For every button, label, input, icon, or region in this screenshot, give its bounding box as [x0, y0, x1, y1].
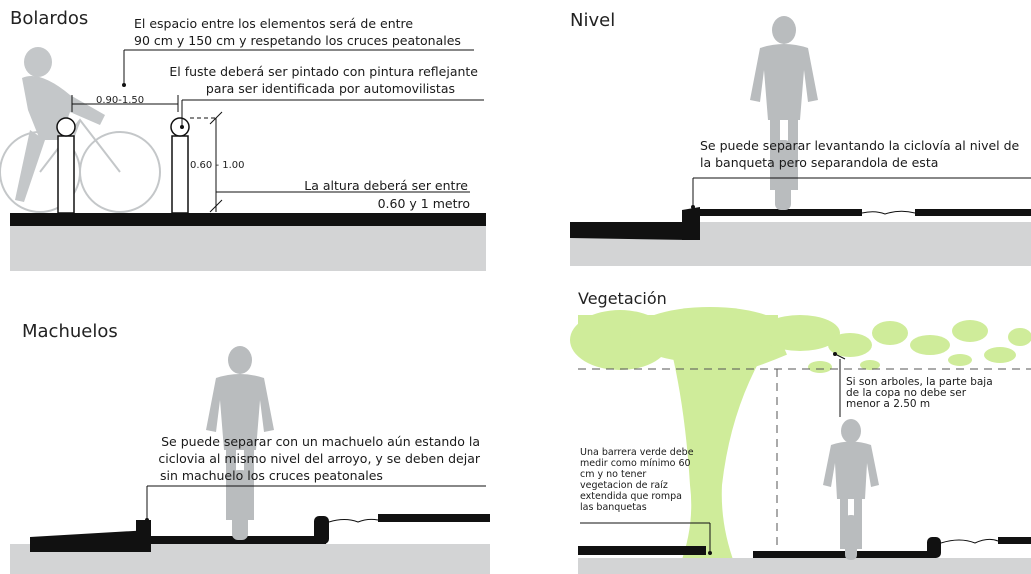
machuelos-curb-left [136, 520, 151, 552]
vegetacion-tree-note-1: Si son arboles, la parte baja [846, 376, 993, 388]
bolardos-road-slab [10, 213, 486, 226]
machuelos-note-2: ciclovia al mismo nivel del arroyo, y se… [158, 451, 480, 466]
bolardos-drawing [0, 47, 486, 271]
vegetacion-cyclist-silhouette [823, 419, 879, 560]
bollard-2 [171, 135, 189, 214]
bollard-1 [57, 135, 75, 214]
bolardos-height-dimension: 0.60 - 1.00 [190, 160, 245, 171]
nivel-cyclist-silhouette [750, 16, 818, 210]
vegetacion-title: Vegetación [578, 289, 667, 308]
bolardos-spacing-note-1: El espacio entre los elementos será de e… [134, 16, 414, 31]
cyclist-silhouette [0, 47, 161, 213]
machuelos-note-1: Se puede separar con un machuelo aún est… [161, 434, 480, 449]
machuelos-curb-right [314, 516, 329, 544]
bolardos-title: Bolardos [10, 8, 89, 29]
bolardos-spacing-dimension: 0.90-1.50 [96, 95, 145, 106]
nivel-title: Nivel [570, 10, 616, 31]
bolardos-paint-note-1: El fuste deberá ser pintado con pintura … [169, 64, 478, 79]
bolardos-ground [10, 226, 486, 271]
panel-nivel: Nivel Se puede separar levantando la cic… [560, 0, 1031, 280]
bolardos-spacing-note-2: 90 cm y 150 cm y respetando los cruces p… [134, 33, 461, 48]
bolardos-height-note-2: 0.60 y 1 metro [377, 196, 470, 211]
vegetacion-barrier-note-5: extendida que rompa [580, 491, 682, 502]
machuelos-road [30, 530, 150, 552]
nivel-drawing [570, 16, 1031, 266]
bolardos-height-note-1: La altura deberá ser entre [304, 178, 468, 193]
nivel-cycle-track [700, 209, 862, 216]
nivel-note-1: Se puede separar levantando la ciclovía … [700, 138, 1020, 153]
vegetacion-barrier-note-6: las banquetas [580, 502, 647, 513]
vegetacion-barrier-note-1: Una barrera verde debe [580, 447, 694, 458]
vegetacion-barrier-note-3: cm y no tener [580, 469, 647, 480]
machuelos-note-3: sin machuelo los cruces peatonales [160, 468, 383, 483]
bolardos-paint-note-2: para ser identificada por automovilistas [205, 81, 455, 96]
panel-bolardos: Bolardos El espacio entre los elementos … [0, 0, 500, 280]
vegetacion-drawing [570, 307, 1031, 574]
vegetacion-cycle-track [753, 551, 933, 558]
tree-canopy [570, 307, 1031, 373]
nivel-road-edge [570, 222, 690, 240]
machuelos-cyclist-silhouette [206, 346, 274, 540]
machuelos-title: Machuelos [22, 321, 118, 342]
vegetacion-barrier-note-2: medir como mínimo 60 [580, 458, 691, 469]
vegetacion-barrier-note-4: vegetacion de raíz [580, 480, 668, 491]
vegetacion-tree-note-3: menor a 2.50 m [846, 398, 931, 410]
nivel-note-2: la banqueta pero separandola de esta [700, 155, 939, 170]
panel-machuelos: Machuelos Se puede separar con un machue… [0, 290, 500, 574]
panel-vegetacion: Vegetación Si son arboles, la parte baja… [560, 285, 1031, 574]
machuelos-drawing [10, 346, 490, 574]
nivel-raised-curb [682, 207, 700, 240]
tree-trunk [670, 345, 760, 565]
vegetacion-tree-note-2: de la copa no debe ser [846, 387, 967, 399]
